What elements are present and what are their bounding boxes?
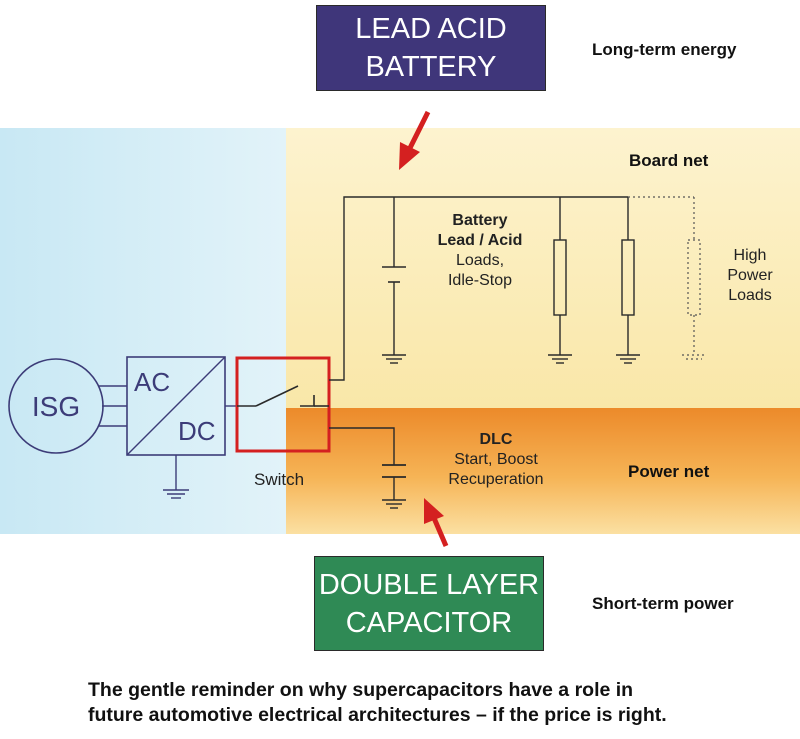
short-term-power-note: Short-term power (592, 594, 734, 613)
board-net-panel (286, 128, 800, 408)
capacitor-box-line1: DOUBLE LAYER (318, 568, 540, 601)
isg-label: ISG (32, 391, 80, 422)
battery-box-line2: BATTERY (365, 51, 497, 83)
dlc-line1: DLC (479, 431, 513, 448)
high-power-loads-label: High Power Loads (708, 246, 792, 306)
board-net-label: Board net (629, 151, 709, 170)
dlc-line2: Start, Boost (454, 451, 538, 468)
board-ground-icons (382, 354, 640, 364)
dlc-label: DLC Start, Boost Recuperation (420, 430, 572, 490)
load-resistor-2 (621, 239, 635, 316)
dc-label: DC (178, 416, 216, 446)
lead-acid-battery-box: LEAD ACID BATTERY (316, 5, 546, 91)
switch-label: Switch (254, 470, 305, 489)
caption-line2: future automotive electrical architectur… (88, 704, 667, 726)
battery-icon (382, 266, 406, 283)
three-phase-wires (98, 385, 127, 427)
high-power-dotted-wires (628, 196, 706, 360)
high-power-line1: High (733, 247, 767, 264)
battery-box-line1: LEAD ACID (355, 13, 507, 45)
long-term-energy-note: Long-term energy (592, 40, 737, 59)
load-resistor-1 (553, 239, 567, 316)
switch-icon (237, 385, 329, 407)
capacitor-ground-icon (382, 499, 406, 509)
battery-loads-line4: Idle-Stop (447, 272, 513, 289)
converter-diagonal (126, 356, 226, 456)
double-layer-capacitor-box: DOUBLE LAYER CAPACITOR (314, 556, 544, 651)
capacitor-icon (382, 464, 406, 478)
battery-loads-line1: Battery (452, 212, 508, 229)
caption-line1: The gentle reminder on why supercapacito… (88, 679, 634, 701)
power-net-wires (329, 427, 395, 500)
capacitor-arrow-icon (424, 498, 449, 547)
power-net-label: Power net (628, 462, 710, 481)
figure-caption: The gentle reminder on why supercapacito… (88, 678, 788, 728)
battery-loads-line3: Loads, (455, 252, 505, 269)
dlc-line3: Recuperation (448, 471, 544, 488)
battery-loads-line2: Lead / Acid (437, 232, 523, 249)
ac-label: AC (134, 367, 170, 397)
high-power-line3: Loads (728, 287, 772, 304)
battery-loads-label: Battery Lead / Acid Loads, Idle-Stop (400, 211, 560, 291)
board-net-wires (329, 196, 629, 381)
switch-box (235, 356, 331, 453)
left-panel (0, 128, 286, 534)
high-power-line2: Power (727, 267, 773, 284)
power-net-panel (286, 408, 800, 534)
converter-ground-icon (163, 455, 189, 499)
battery-arrow-icon (399, 110, 431, 170)
capacitor-box-line2: CAPACITOR (345, 606, 513, 639)
